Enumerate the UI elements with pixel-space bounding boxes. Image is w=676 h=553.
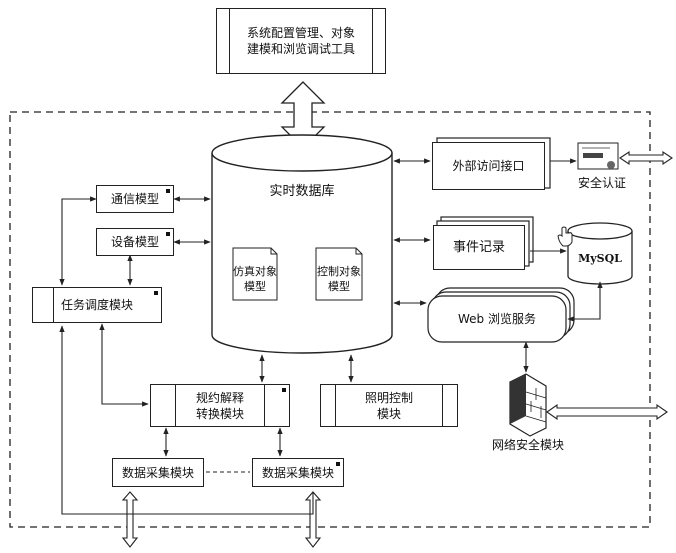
external-access-label: 外部访问接口 <box>452 159 525 173</box>
hand-cursor-icon <box>557 226 573 247</box>
top-tool-label: 系统配置管理、对象 建模和浏览调试工具 <box>246 26 355 56</box>
data-acq-2-box: 数据采集模块 <box>252 458 344 487</box>
ctrl-object-label: 控制对象 模型 <box>317 265 361 293</box>
task-acq-feedback-connector <box>59 325 314 515</box>
comm-task-connector <box>59 196 97 286</box>
sim-object-icon <box>232 247 278 301</box>
protocol-conv-box: 规约解释 转换模块 <box>150 384 290 427</box>
data-acq-2-label: 数据采集模块 <box>261 465 334 480</box>
network-external-arrow <box>546 403 668 421</box>
comm-model-box: 通信模型 <box>96 185 174 213</box>
event-log-label: 事件记录 <box>452 239 505 255</box>
mysql-cylinder <box>567 222 633 285</box>
protocol-conv-label: 规约解释 转换模块 <box>195 390 244 421</box>
web-service-label: Web 浏览服务 <box>458 312 536 326</box>
data-acq-1-box: 数据采集模块 <box>112 458 204 487</box>
mysql-web-connector <box>567 281 603 322</box>
network-security-label: 网络安全模块 <box>491 438 564 452</box>
top-tool-box: 系统配置管理、对象 建模和浏览调试工具 <box>216 8 386 74</box>
lighting-ctrl-label: 照明控制 模块 <box>364 390 413 421</box>
comm-model-label: 通信模型 <box>110 192 159 206</box>
external-access-box: 外部访问接口 <box>432 142 545 190</box>
task-protocol-connector <box>99 323 149 407</box>
database-label: 实时数据库 <box>269 184 335 199</box>
auth-external-arrow <box>619 150 673 166</box>
firewall-icon <box>509 373 547 437</box>
sim-object-label: 仿真对象 模型 <box>233 265 277 293</box>
mysql-label: MySQL <box>578 252 622 265</box>
task-scheduler-box: 任务调度模块 <box>32 287 162 323</box>
device-model-label: 设备模型 <box>110 235 159 249</box>
data-acq-1-label: 数据采集模块 <box>121 465 194 480</box>
certificate-icon <box>577 142 619 170</box>
system-boundary <box>9 111 651 528</box>
acq1-external-arrow <box>121 491 139 548</box>
acq2-external-arrow <box>304 491 322 548</box>
security-auth-label: 安全认证 <box>577 176 626 190</box>
device-model-box: 设备模型 <box>96 228 174 256</box>
event-log-box: 事件记录 <box>433 225 525 270</box>
lighting-ctrl-box: 照明控制 模块 <box>320 384 458 427</box>
database-cylinder <box>211 134 393 354</box>
ctrl-object-icon <box>315 247 363 301</box>
task-scheduler-label: 任务调度模块 <box>60 298 133 312</box>
